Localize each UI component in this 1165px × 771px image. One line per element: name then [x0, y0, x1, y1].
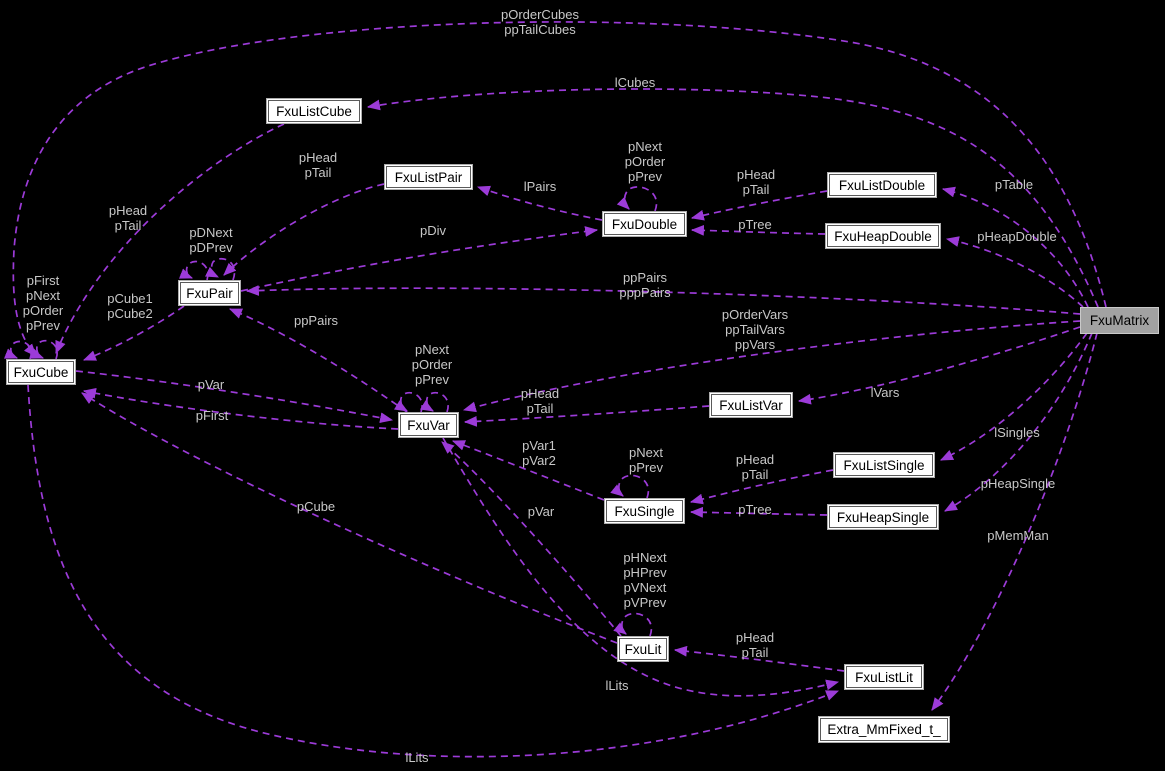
node-fxupair[interactable]: FxuPair [178, 280, 241, 306]
edge-label-ptable: pTable [994, 177, 1034, 192]
edge-heapdouble-double [690, 224, 826, 236]
edge-label-listsingle-phead-ptail: pHead pTail [735, 452, 775, 482]
edge-label-llits-var: lLits [605, 678, 629, 693]
edge-var-self-2 [419, 391, 449, 413]
node-fxulistlit[interactable]: FxuListLit [844, 664, 924, 690]
edge-listpair-pair [223, 183, 385, 276]
edge-double-self [616, 186, 658, 212]
edge-label-cube-self: pFirst pNext pOrder pPrev [22, 273, 64, 333]
edge-label-var-self: pNext pOrder pPrev [411, 342, 453, 387]
edge-label-single-self: pNext pPrev [629, 445, 663, 475]
edge-label-pordervars: pOrderVars ppTailVars ppVars [721, 307, 789, 352]
edge-matrix-pair [245, 285, 1081, 315]
edge-pair-self-2 [204, 257, 236, 281]
edge-label-pdiv: pDiv [419, 223, 447, 238]
edge-label-pair-self: pDNext pDPrev [189, 225, 233, 255]
edge-label-listpair-phead-ptail: pHead pTail [298, 150, 338, 180]
edge-label-lsingles: lSingles [994, 425, 1040, 440]
edge-label-ptree-single: pTree [738, 502, 772, 517]
edge-cube-listlit [27, 384, 840, 758]
node-fxuheapsingle[interactable]: FxuHeapSingle [827, 504, 939, 530]
edge-label-listcube-phead-ptail: pHead pTail [108, 203, 148, 233]
node-fxulistdouble[interactable]: FxuListDouble [827, 172, 937, 198]
edge-label-pmemman: pMemMan [987, 528, 1049, 543]
edge-cube-self-1 [3, 340, 33, 360]
edge-label-pvar1-pvar2: pVar1 pVar2 [522, 438, 556, 468]
edge-label-listvar-phead-ptail: pHead pTail [520, 386, 560, 416]
edge-double-listpair [476, 185, 603, 221]
node-fxuheapdouble[interactable]: FxuHeapDouble [825, 223, 941, 249]
edge-listlit-lit [673, 645, 845, 672]
node-fxusingle[interactable]: FxuSingle [604, 498, 685, 524]
node-fxuvar[interactable]: FxuVar [398, 412, 459, 438]
edge-label-pppairs-matrix: ppPairs pppPairs [619, 270, 671, 300]
edge-label-pcube1-pcube2: pCube1 pCube2 [107, 291, 153, 321]
node-fxucube[interactable]: FxuCube [6, 359, 76, 385]
edge-pair-cube [82, 305, 185, 361]
edge-cube-self-2 [29, 339, 59, 360]
edge-matrix-listsingle [940, 332, 1088, 461]
edge-listvar-var [463, 405, 710, 427]
edge-label-pvar-cube: pVar [197, 377, 225, 392]
edge-var-cube [82, 387, 399, 430]
edge-lit-cube [81, 392, 618, 644]
edge-label-double-self: pNext pOrder pPrev [624, 139, 666, 184]
edge-label-pheapsingle: pHeapSingle [980, 476, 1056, 491]
edge-single-self [610, 474, 650, 499]
edge-label-pcube: pCube [296, 499, 336, 514]
edge-label-ptree-double: pTree [738, 217, 772, 232]
edge-matrix-cube [12, 21, 1107, 357]
edge-label-lvars: lVars [870, 385, 900, 400]
node-fxulistpair[interactable]: FxuListPair [384, 164, 473, 190]
node-fxulistvar[interactable]: FxuListVar [709, 392, 793, 418]
edge-lit-self [613, 612, 653, 637]
edge-label-pordercubes-pptailcubes: pOrderCubes ppTailCubes [500, 7, 580, 37]
node-extra-mmfixed[interactable]: Extra_MmFixed_t_ [818, 716, 950, 743]
node-fxudouble[interactable]: FxuDouble [602, 211, 687, 237]
edge-lit-var [441, 441, 622, 637]
edge-matrix-heapdouble [945, 236, 1084, 308]
edge-var-listlit [442, 437, 840, 697]
edge-heapsingle-single [689, 506, 828, 518]
edge-matrix-listdouble [941, 186, 1089, 308]
edge-matrix-var [462, 320, 1081, 413]
edge-matrix-listcube [366, 88, 1099, 308]
edge-cube-var [75, 370, 394, 424]
edge-matrix-memman [931, 332, 1098, 711]
edge-single-var [451, 440, 605, 501]
edge-label-pheapdouble: pHeapDouble [977, 229, 1057, 244]
edge-label-pvar-lit: pVar [527, 504, 555, 519]
edge-label-pfirst: pFirst [195, 408, 229, 423]
node-fxulistsingle[interactable]: FxuListSingle [833, 452, 935, 478]
edge-matrix-heapsingle [944, 332, 1093, 512]
edge-matrix-listvar [797, 326, 1081, 405]
node-fxulistcube[interactable]: FxuListCube [266, 98, 362, 124]
edge-label-lpairs: lPairs [523, 179, 557, 194]
edge-label-lit-self: pHNext pHPrev pVNext pVPrev [623, 550, 667, 610]
edge-label-listdouble-phead-ptail: pHead pTail [736, 167, 776, 197]
edge-pair-double [240, 226, 599, 292]
edge-label-lcubes: lCubes [614, 75, 656, 90]
node-fxumatrix: FxuMatrix [1080, 307, 1159, 334]
node-fxulit[interactable]: FxuLit [617, 636, 669, 662]
edge-var-pair [229, 308, 408, 413]
edge-label-listlit-phead-ptail: pHead pTail [735, 630, 775, 660]
edge-label-llits-cube: lLits [405, 750, 429, 765]
edge-label-pppairs-var: ppPairs [293, 313, 339, 328]
edge-var-self-1 [393, 391, 423, 413]
edge-listdouble-double [690, 190, 828, 221]
edge-pair-self-1 [178, 260, 209, 281]
